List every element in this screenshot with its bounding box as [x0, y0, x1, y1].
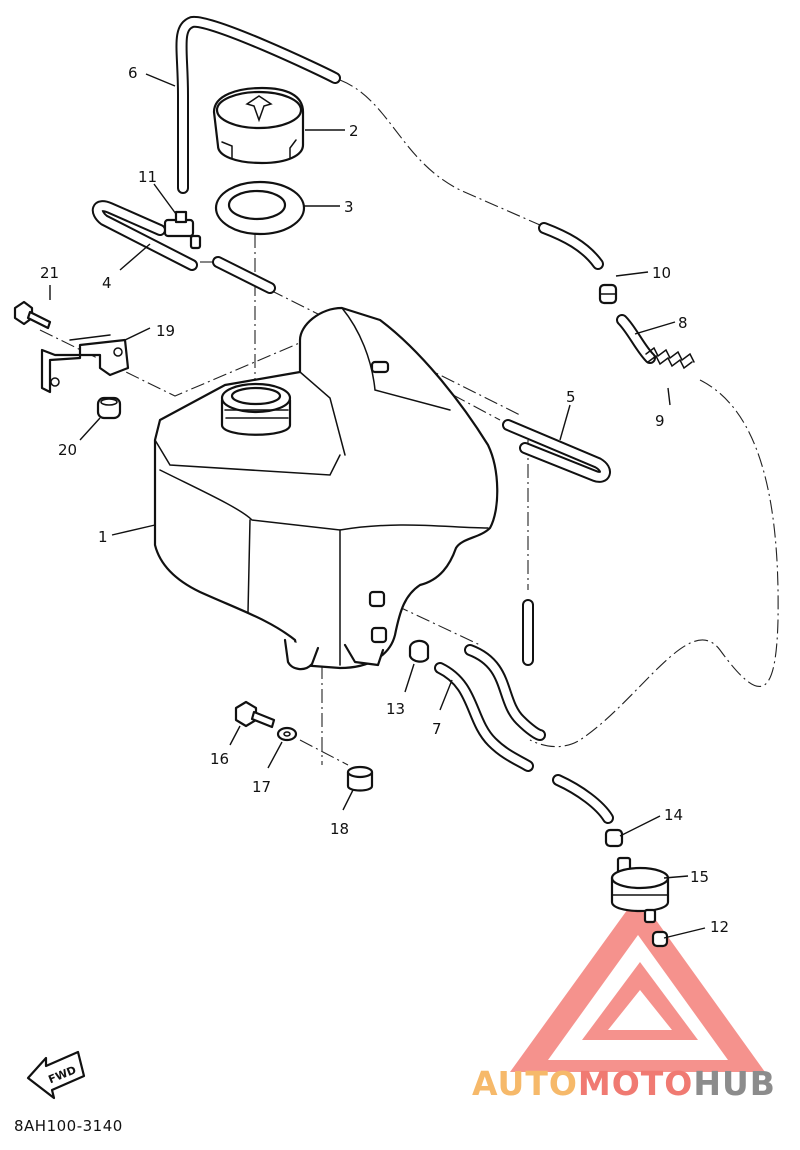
- brand-hub: HUB: [693, 1064, 776, 1103]
- hose-lower: [552, 774, 614, 824]
- callout-7: 7: [432, 720, 442, 738]
- callout-12: 12: [710, 918, 729, 936]
- clip-13: [408, 639, 430, 663]
- bolt-16: [234, 700, 276, 729]
- callout-13: 13: [386, 700, 405, 718]
- hose-short: [212, 256, 276, 294]
- callout-20: 20: [58, 441, 77, 459]
- hose-6: [175, 15, 341, 194]
- callout-19: 19: [156, 322, 175, 340]
- callout-21: 21: [40, 264, 59, 282]
- bolt-21: [13, 300, 52, 330]
- diagram-code: 8AH100-3140: [14, 1117, 123, 1135]
- callout-2: 2: [349, 122, 359, 140]
- tee-fitting-11: [163, 210, 202, 250]
- callout-6: 6: [128, 64, 138, 82]
- hose-upper-right: [538, 222, 604, 270]
- watermark-logo: [510, 895, 765, 1072]
- callout-numbers: 6 2 3 11 4 21 19 20 1 5 10 8 9 13 7 16 1…: [40, 64, 729, 936]
- callout-5: 5: [566, 388, 576, 406]
- clip-14: [604, 828, 624, 848]
- fitting-10: [598, 283, 618, 305]
- filter-15: [610, 856, 670, 924]
- callout-15: 15: [690, 868, 709, 886]
- clip-12: [651, 930, 669, 948]
- tank-cap-2: [212, 86, 305, 165]
- callout-3: 3: [344, 198, 354, 216]
- callout-4: 4: [102, 274, 112, 292]
- brand-moto: MOTO: [577, 1064, 694, 1103]
- callout-17: 17: [252, 778, 271, 796]
- callout-1: 1: [98, 528, 108, 546]
- callout-11: 11: [138, 168, 157, 186]
- hose-4: [91, 200, 198, 271]
- callout-9: 9: [655, 412, 665, 430]
- watermark-brand: AUTOMOTOHUB: [472, 1064, 776, 1103]
- washer-17: [276, 726, 298, 742]
- brand-auto: AUTO: [472, 1064, 578, 1103]
- collar-18: [346, 765, 374, 792]
- fwd-arrow-icon: FWD: [26, 1050, 86, 1100]
- collar-20: [96, 396, 122, 420]
- hose-7: [434, 644, 546, 772]
- callout-18: 18: [330, 820, 349, 838]
- reservoir-tank-1: [153, 306, 499, 671]
- callout-8: 8: [678, 314, 688, 332]
- spring-9: [645, 346, 695, 370]
- callout-16: 16: [210, 750, 229, 768]
- gasket-3: [214, 180, 306, 236]
- callout-14: 14: [664, 806, 683, 824]
- callout-10: 10: [652, 264, 671, 282]
- hose-8: [616, 314, 656, 364]
- leader-lines: [49, 73, 706, 939]
- bracket-19: [40, 334, 130, 394]
- hose-5: [502, 419, 611, 483]
